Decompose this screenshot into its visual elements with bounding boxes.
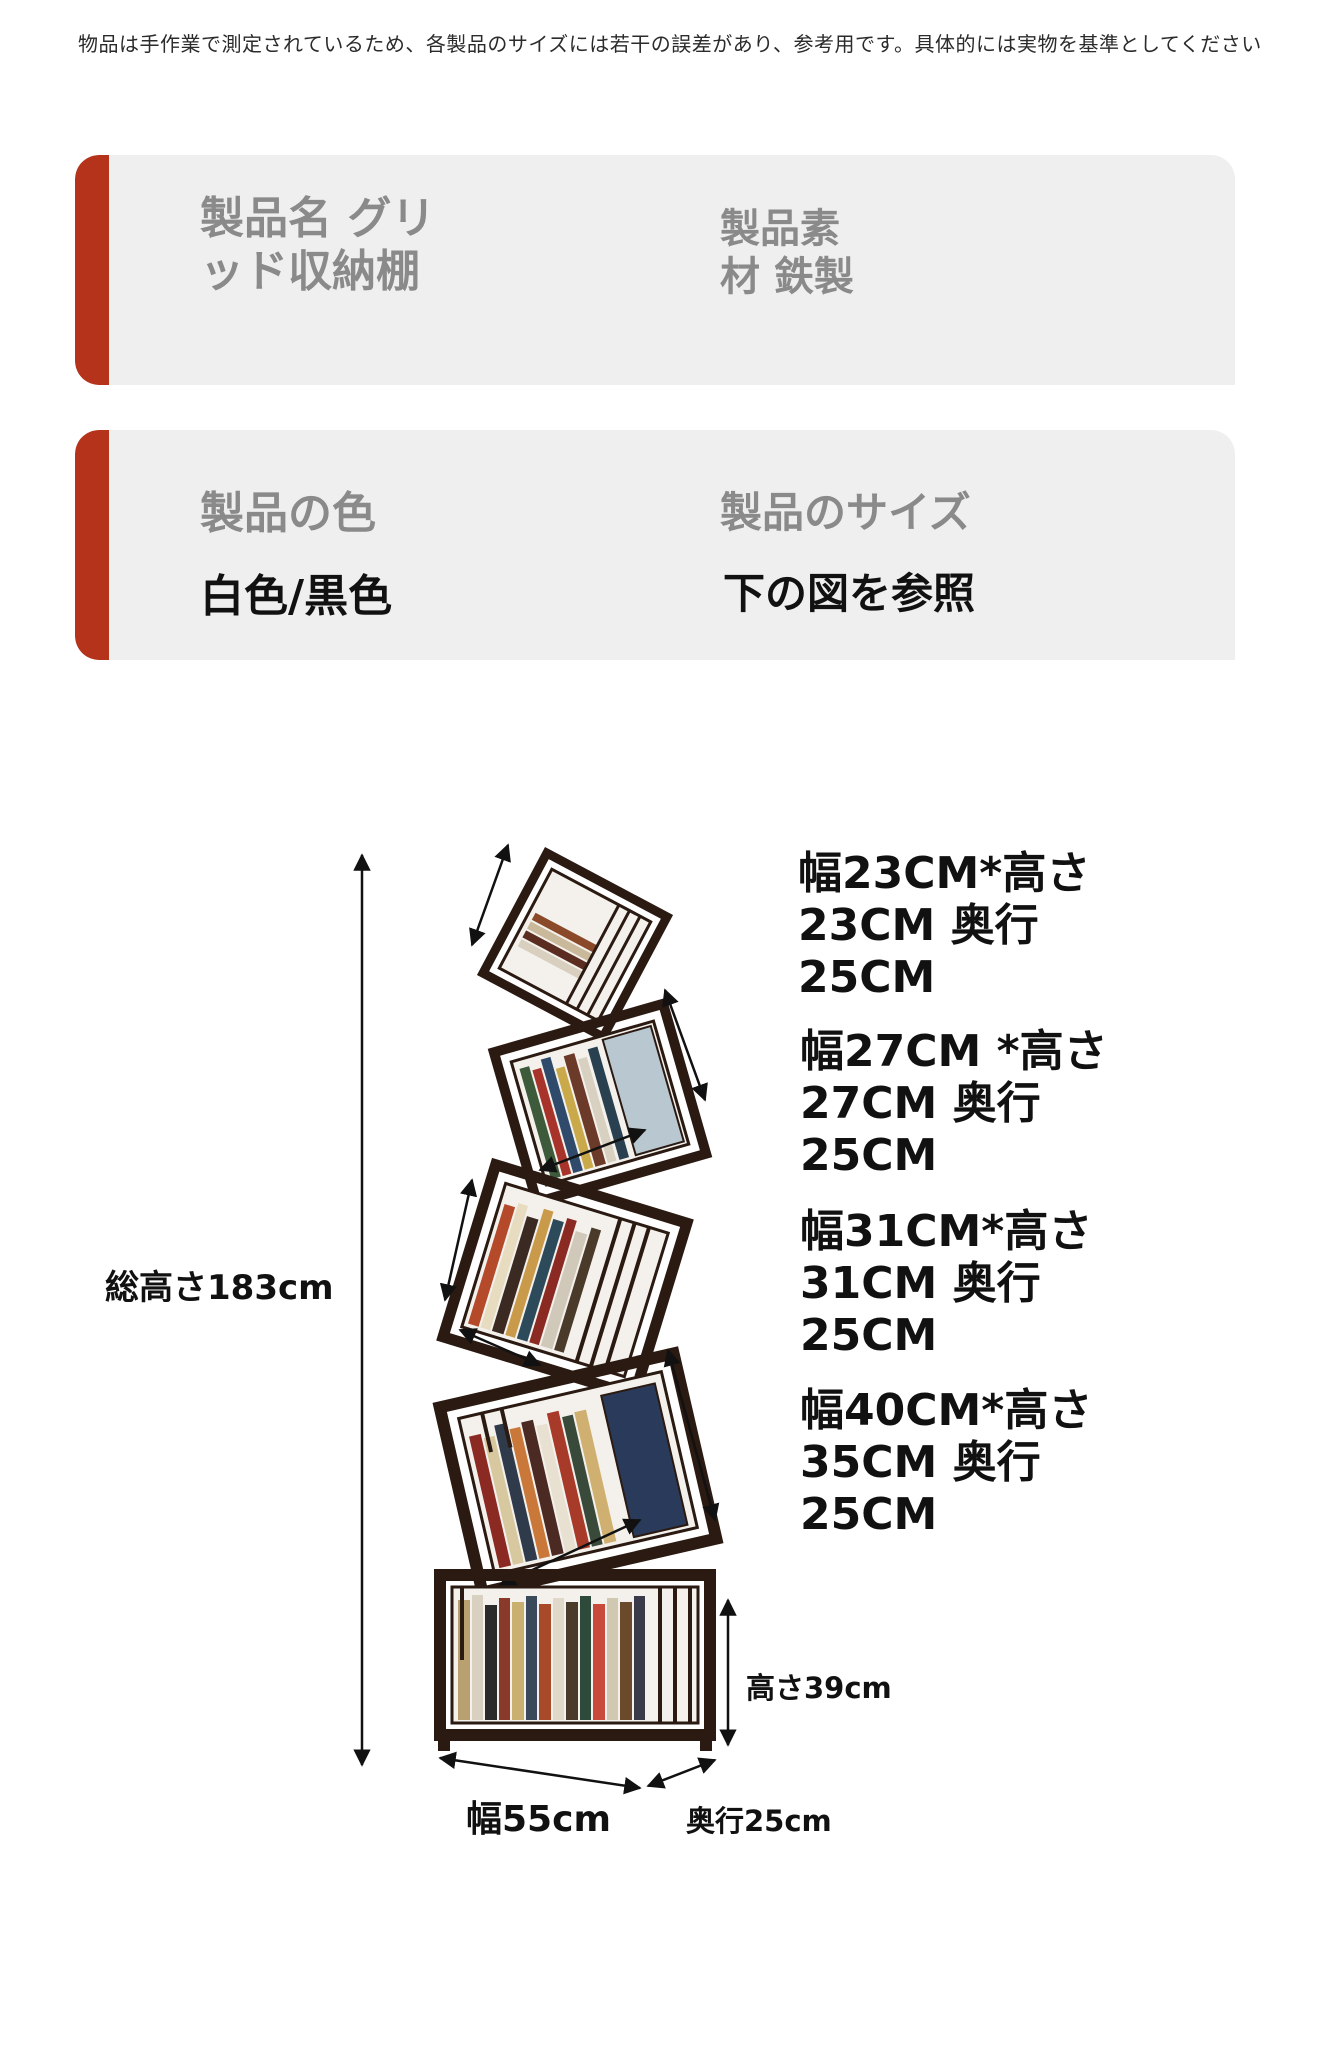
base-height-label: 高さ39cm xyxy=(746,1671,892,1705)
spec-card-name-material: 製品名 グリッド収納棚 製品素材 鉄製 xyxy=(75,155,1235,385)
total-height-label: 総高さ183cm xyxy=(105,1268,334,1308)
product-size-value: 下の図を参照 xyxy=(723,569,976,618)
shelf-tier-1 xyxy=(476,846,674,1044)
bookshelf-illustration xyxy=(353,843,737,1795)
measurement-notice: 物品は手作業で測定されているため、各製品のサイズには若干の誤差があり、参考用です… xyxy=(78,32,1262,56)
card-accent-bar xyxy=(75,430,109,660)
product-material-label: 製品素材 鉄製 xyxy=(720,206,854,300)
size-diagram: 幅23CM*高さ23CM 奥行25CM 幅27CM *高さ27CM 奥行25CM… xyxy=(0,820,1322,1920)
shelf-base xyxy=(434,1569,716,1751)
product-color-label: 製品の色 xyxy=(200,488,376,539)
spec-card-color-size: 製品の色 白色/黒色 製品のサイズ 下の図を参照 xyxy=(75,430,1235,660)
card-accent-bar xyxy=(75,155,109,385)
shelf-tier-4 xyxy=(432,1346,724,1600)
base-depth-label: 奥行25cm xyxy=(686,1804,832,1838)
product-size-label: 製品のサイズ xyxy=(720,488,971,537)
tier-4-dimensions: 幅40CM*高さ35CM 奥行25CM xyxy=(800,1385,1093,1540)
product-color-value: 白色/黒色 xyxy=(200,571,393,622)
product-name-label: 製品名 グリッド収納棚 xyxy=(200,193,436,297)
tier-2-dimensions: 幅27CM *高さ27CM 奥行25CM xyxy=(800,1026,1108,1181)
tier-3-dimensions: 幅31CM*高さ31CM 奥行25CM xyxy=(800,1206,1093,1361)
base-width-label: 幅55cm xyxy=(466,1799,611,1840)
tier-1-dimensions: 幅23CM*高さ23CM 奥行25CM xyxy=(798,848,1091,1003)
